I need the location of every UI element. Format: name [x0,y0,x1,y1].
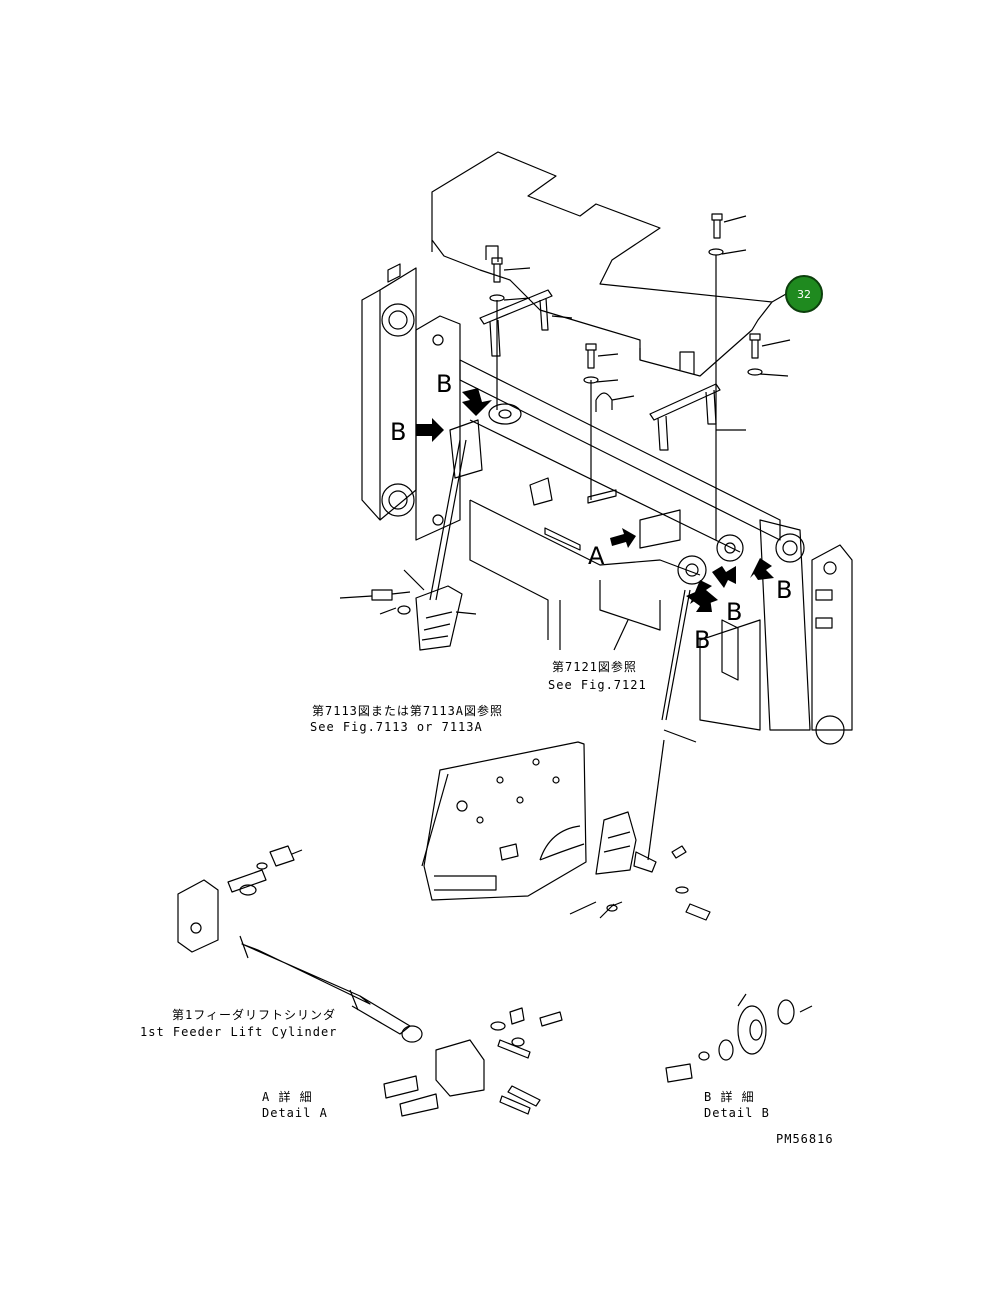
callout-b-2: B [390,418,406,446]
detail-a-label-en: Detail A [262,1106,328,1120]
ref-fig7121-en: See Fig.7121 [548,678,647,692]
main-frame [459,359,781,650]
right-frame [699,519,853,745]
ref-fig7113-jp: 第7113図または第7113A図参照 [312,704,504,718]
callout-a-1: A [588,542,605,570]
cylinder-label-en: 1st Feeder Lift Cylinder [140,1025,338,1039]
callout-b-5: B [694,626,710,654]
callout-b-1: B [436,370,452,398]
ref-fig7113-en: See Fig.7113 or 7113A [310,720,483,734]
detail-a-assembly [177,845,563,1117]
detail-b-label-jp: B 詳 細 [704,1090,755,1104]
bolts-washers-upper [489,213,763,384]
callout-b-3: B [776,576,792,604]
upper-brackets [479,289,721,451]
direction-arrows [416,388,774,612]
pedal-lower [569,811,711,921]
callout-letters: B B A B B B [390,370,792,654]
cables [429,255,717,861]
top-cover-panel [431,151,773,377]
left-frame [361,263,461,541]
detail-a-label-jp: A 詳 細 [262,1090,313,1104]
ref-fig7121-jp: 第7121図参照 [552,660,637,674]
drawing-code: PM56816 [776,1132,834,1146]
pulleys [449,403,744,585]
middle-plate [421,741,587,901]
cylinder-label-jp: 第1フィーダリフトシリンダ [172,1008,336,1022]
detail-b-label-en: Detail B [704,1106,770,1120]
detail-b-assembly [665,993,813,1083]
callout-badge-32[interactable]: 32 [785,275,823,313]
leader-lines [339,215,791,743]
callout-b-4: B [726,598,742,626]
pedal-upper [371,585,463,651]
